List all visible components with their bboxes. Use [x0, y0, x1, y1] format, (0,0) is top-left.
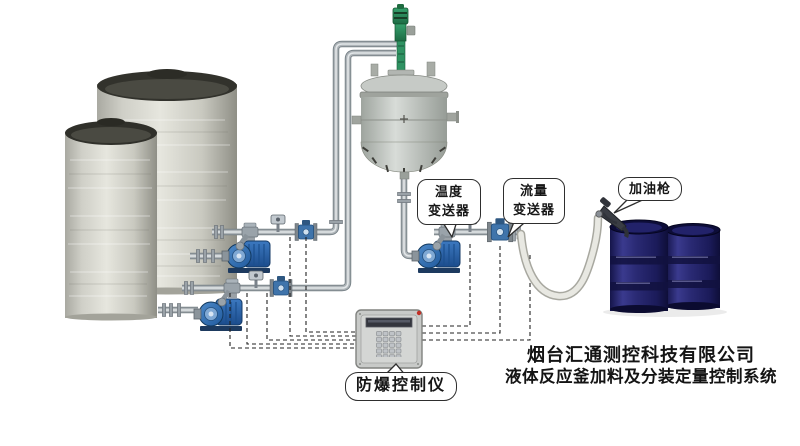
company-name: 烟台汇通测控科技有限公司: [527, 345, 755, 365]
callout-temperature-transmitter: 温度 变送器: [417, 179, 481, 225]
bottom-flange-bolts: [361, 146, 447, 175]
filling-drums: [603, 219, 727, 317]
reaction-kettle: [351, 4, 459, 180]
control-wiring: [229, 237, 531, 349]
agitator-motor: [392, 7, 409, 25]
callout-fuel-nozzle: 加油枪: [618, 177, 682, 201]
callout-flow-line1: 流量: [519, 183, 548, 198]
explosion-proof-controller: [355, 309, 423, 369]
controller-keypad: [376, 331, 402, 357]
drum-right: [665, 223, 721, 310]
caption-block: 烟台汇通测控科技有限公司 液体反应釜加料及分装定量控制系统: [495, 344, 787, 388]
callout-flow-line2: 变送器: [512, 202, 555, 217]
flow-meter-lower: [269, 275, 293, 297]
drum-left: [609, 219, 669, 313]
callout-temp-line2: 变送器: [427, 203, 470, 218]
fuel-nozzle: [595, 197, 629, 238]
storage-tank-front: [65, 118, 157, 321]
power-indicator: [416, 310, 422, 316]
callout-flow-transmitter: 流量 变送器: [503, 178, 565, 224]
system-title: 液体反应釜加料及分装定量控制系统: [505, 367, 777, 386]
filling-hose: [516, 213, 603, 301]
callout-controller: 防爆控制仪: [345, 372, 457, 401]
callout-temp-line1: 温度: [434, 184, 463, 199]
